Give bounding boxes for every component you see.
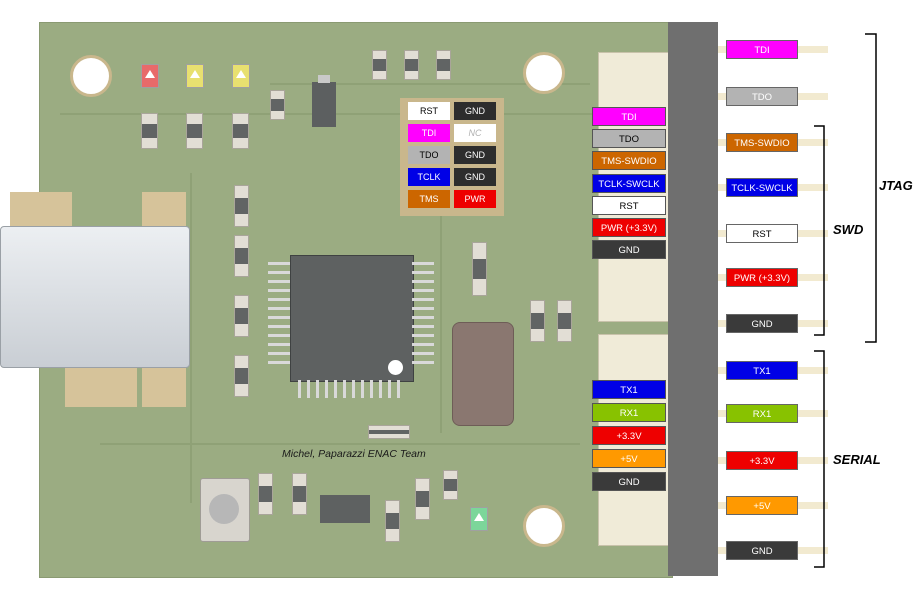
header-pin-tdi: TDI	[408, 124, 450, 142]
pin-label-tx1: TX1	[726, 361, 798, 380]
header-pin-tms: TMS	[408, 190, 450, 208]
pin-label-tclk-swclk: TCLK-SWCLK	[726, 178, 798, 197]
resistor	[234, 235, 249, 277]
mounting-hole-top-left	[70, 55, 112, 97]
pin-label-gnd: GND	[726, 541, 798, 560]
resistor	[258, 473, 273, 515]
resistor	[292, 473, 307, 515]
resistor	[436, 50, 451, 80]
voltage-regulator	[312, 82, 336, 127]
conn-label-tclk-swclk: TCLK-SWCLK	[592, 174, 666, 193]
header-pin-nc: NC	[454, 124, 496, 142]
resistor	[234, 355, 249, 397]
resistor	[385, 500, 400, 542]
led-red	[141, 64, 159, 88]
resistor	[368, 425, 410, 439]
right-pinout: TDI TDO TMS-SWDIO TCLK-SWCLK RST PWR (+3…	[718, 0, 828, 594]
pin-label-pwr: PWR (+3.3V)	[726, 268, 798, 287]
resistor	[141, 113, 158, 149]
mounting-hole-top-right	[523, 52, 565, 94]
led-green	[470, 507, 488, 531]
connector-pin-strip	[668, 22, 718, 576]
credit-text: Michel, Paparazzi ENAC Team	[282, 448, 426, 460]
header-pin-tclk: TCLK	[408, 168, 450, 186]
header-pin-tdo: TDO	[408, 146, 450, 164]
resistor	[234, 185, 249, 227]
serial-bracket	[814, 350, 825, 568]
mounting-hole-bottom-right	[523, 505, 565, 547]
conn-label-rst: RST	[592, 196, 666, 215]
conn-label-3v3: +3.3V	[592, 426, 666, 445]
resistor	[234, 295, 249, 337]
header-pin-gnd: GND	[454, 168, 496, 186]
pin-label-3v3: +3.3V	[726, 451, 798, 470]
conn-label-pwr: PWR (+3.3V)	[592, 218, 666, 237]
pin-label-tdi: TDI	[726, 40, 798, 59]
serial-group-label: SERIAL	[833, 452, 881, 467]
mcu-pins	[268, 262, 434, 398]
header-pin-pwr: PWR	[454, 190, 496, 208]
swd-bracket	[814, 125, 825, 336]
resistor	[530, 300, 545, 342]
conn-label-gnd: GND	[592, 240, 666, 259]
jtag-bracket	[865, 33, 877, 343]
resistor	[270, 90, 285, 120]
conn-label-tdo: TDO	[592, 129, 666, 148]
regulator-tab	[318, 75, 330, 83]
pin1-marker	[388, 360, 403, 375]
group-brackets	[814, 33, 877, 568]
resistor	[372, 50, 387, 80]
pin-label-rst: RST	[726, 224, 798, 243]
header-pin-rst: RST	[408, 102, 450, 120]
led-yellow-2	[232, 64, 250, 88]
pin-label-5v: +5V	[726, 496, 798, 515]
usb-connector	[0, 226, 190, 368]
reset-button-cap	[209, 494, 239, 524]
jtag-group-label: JTAG	[879, 178, 913, 193]
led-yellow-1	[186, 64, 204, 88]
conn-label-gnd: GND	[592, 472, 666, 491]
pin-label-tdo: TDO	[726, 87, 798, 106]
conn-label-tx1: TX1	[592, 380, 666, 399]
resistor	[232, 113, 249, 149]
conn-label-tms-swdio: TMS-SWDIO	[592, 151, 666, 170]
resistor	[404, 50, 419, 80]
header-pin-gnd: GND	[454, 146, 496, 164]
pin-label-tms-swdio: TMS-SWDIO	[726, 133, 798, 152]
resistor	[557, 300, 572, 342]
swd-group-label: SWD	[833, 222, 864, 237]
header-pin-gnd: GND	[454, 102, 496, 120]
conn-label-rx1: RX1	[592, 403, 666, 422]
resistor	[415, 478, 430, 520]
crystal	[452, 322, 514, 426]
conn-label-tdi: TDI	[592, 107, 666, 126]
pin-label-gnd: GND	[726, 314, 798, 333]
conn-label-5v: +5V	[592, 449, 666, 468]
resistor	[472, 242, 487, 296]
resistor	[443, 470, 458, 500]
small-ic	[320, 495, 370, 523]
resistor	[186, 113, 203, 149]
pin-label-rx1: RX1	[726, 404, 798, 423]
